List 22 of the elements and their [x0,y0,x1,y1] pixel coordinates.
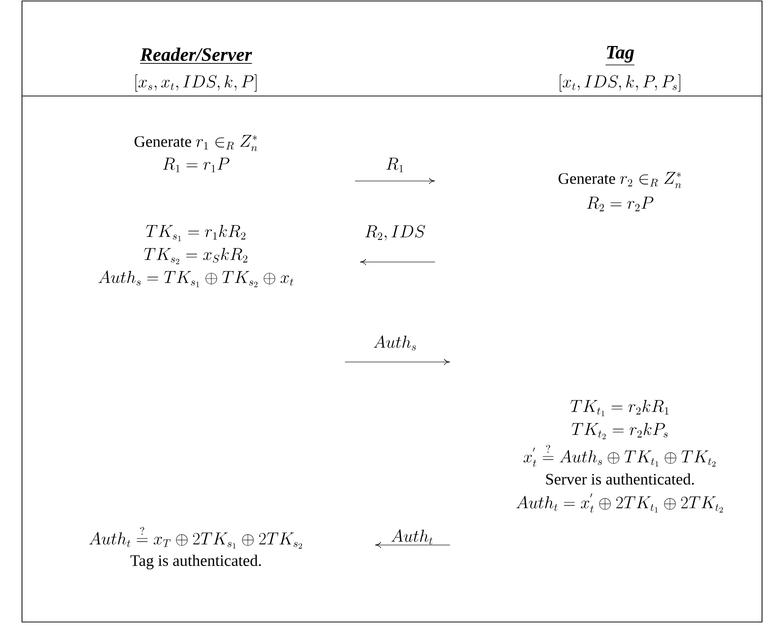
status-text: Server is authenticated. [546,473,694,485]
protocol-step: $TK_{t_1} = r_2kR_1$ [570,400,668,416]
parameter-list: $[x_t,IDS,k,P,P_s]$ [560,74,680,92]
protocol-step: $R_1 = r_1P$ [162,158,230,172]
protocol-step: $TK_{s_2} = x_SkR_2$ [144,248,248,264]
protocol-step: $Auth_t = x_t^{'} \oplus 2TK_{t_1} \oplus 2TK_{t_2}$ [516,494,723,513]
protocol-step: $Auth_s = TK_{s_1} \oplus TK_{s_2} \oplus x_t$ [98,270,294,288]
protocol-step: $R_2 = r_2P$ [586,196,654,212]
party-heading: Reader/Server [140,48,252,64]
message-label: $Auth_s$ [374,335,416,350]
party-heading: Tag [605,46,635,66]
protocol-step: $TK_{t_2} = r_2kP_s$ [572,422,668,440]
status-text: Tag is authenticated. [130,554,261,570]
message-label: $R_2,IDS$ [365,225,426,241]
protocol-step: $\text{Generate } r_2 \in_R Z_n^*$ [558,172,682,188]
message-label: $Auth_t$ [391,529,432,544]
protocol-step: $Auth_t \stackrel{?}{=} x_T \oplus 2TK_{s_1} \oplus 2TK_{s_2}$ [89,527,302,549]
protocol-step: $TK_{s_1} = r_1kR_2$ [146,224,246,242]
message-label: $R_1$ [386,158,404,172]
protocol-step: $\text{Generate } r_1 \in_R Z_n^*$ [134,134,258,152]
parameter-list: $[x_s,x_t,IDS,k,P]$ [135,74,257,92]
protocol-step: $x_t^{'} \stackrel{?}{=} Auth_s \oplus TK_{t_1} \oplus TK_{t_2}$ [524,445,716,467]
